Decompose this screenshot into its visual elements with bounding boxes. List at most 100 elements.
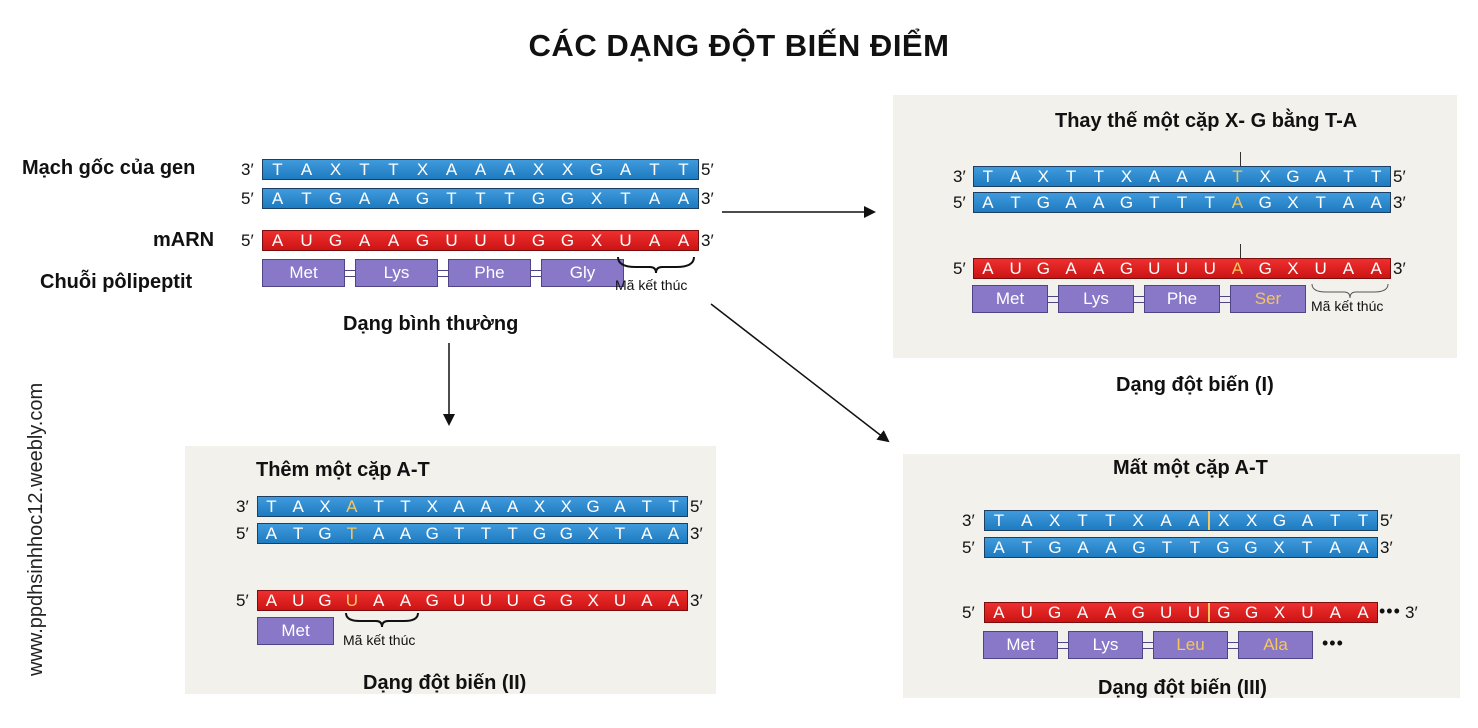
nucleotide: A (358, 231, 371, 250)
label-polypeptide: Chuỗi pôlipeptit (40, 271, 193, 293)
nucleotide: T (400, 497, 411, 516)
nucleotide: A (1176, 167, 1188, 186)
continuation-dots: ••• (1322, 633, 1344, 653)
end-label: 3′ (1380, 538, 1393, 557)
nucleotide: X (587, 591, 599, 610)
nucleotide: U (1175, 259, 1189, 278)
nucleotide: U (1203, 259, 1216, 278)
nucleotide: X (532, 160, 545, 179)
nucleotide: A (993, 538, 1005, 557)
end-label: 5′ (236, 591, 249, 610)
mutation-2-panel (185, 446, 716, 694)
nucleotide: T (507, 524, 518, 543)
nucleotide: U (503, 231, 516, 250)
amino-acid: Gly (541, 259, 624, 287)
nucleotide: T (1077, 511, 1088, 530)
nucleotide: A (619, 160, 632, 179)
nucleotide: A (346, 497, 358, 516)
nucleotide: X (426, 497, 438, 516)
nucleotide: T (1149, 193, 1160, 212)
nucleotide: U (613, 591, 627, 610)
peptide-bond (1048, 295, 1058, 303)
nucleotide: T (668, 497, 679, 516)
end-label: 5′ (1380, 511, 1393, 530)
nucleotide: A (1105, 538, 1117, 557)
nucleotide: A (667, 591, 680, 610)
nucleotide: U (345, 591, 358, 610)
nucleotide: A (1065, 259, 1077, 278)
end-label: 3′ (701, 231, 714, 250)
nucleotide: A (648, 189, 661, 208)
nucleotide: A (265, 591, 278, 610)
nucleotide: G (1272, 511, 1287, 530)
nucleotide: G (532, 591, 547, 610)
nucleotide: T (475, 189, 486, 208)
nucleotide: X (329, 160, 342, 179)
end-label: 3′ (1393, 193, 1406, 212)
normal-caption: Dạng bình thường (343, 313, 519, 335)
nucleotide: G (1048, 603, 1062, 622)
nucleotide: X (1287, 193, 1299, 212)
peptide-bond (438, 269, 448, 277)
end-label: 5′ (962, 603, 975, 622)
mutation-marker (1240, 244, 1241, 258)
nucleotide: A (292, 497, 304, 516)
mutation-2-caption: Dạng đột biến (II) (363, 672, 527, 694)
nucleotide: A (387, 189, 400, 208)
nucleotide: G (415, 231, 430, 250)
nucleotide: G (415, 189, 430, 208)
end-label: 5′ (953, 193, 966, 212)
peptide-bond (1143, 641, 1153, 649)
page-title: CÁC DẠNG ĐỘT BIẾN ĐIỂM (528, 28, 950, 63)
nucleotide: A (1329, 538, 1341, 557)
nucleotide: U (474, 231, 487, 250)
end-label: 3′ (1393, 259, 1406, 278)
nucleotide: G (1244, 538, 1258, 557)
nucleotide: A (372, 524, 385, 543)
nucleotide: A (1357, 603, 1369, 622)
nucleotide: A (982, 259, 994, 278)
end-label: 3′ (701, 189, 714, 208)
nucleotide: X (1048, 511, 1061, 530)
nucleotide: U (619, 231, 632, 250)
nucleotide: G (560, 189, 575, 208)
nucleotide: X (416, 160, 429, 179)
amino-acid: Met (983, 631, 1058, 659)
nucleotide: T (614, 524, 626, 543)
peptide-bond (345, 269, 355, 277)
nucleotide: T (1010, 193, 1021, 212)
nucleotide: T (620, 189, 631, 208)
nucleotide: A (982, 193, 994, 212)
end-label: 3′ (690, 524, 703, 543)
nucleotide: A (1021, 511, 1033, 530)
arrow-to-mutation-3 (710, 303, 890, 443)
nucleotide: T (388, 160, 399, 179)
nucleotide: X (1132, 511, 1144, 530)
nucleotide: T (373, 497, 384, 516)
stop-codon-label: Mã kết thúc (1311, 298, 1384, 314)
nucleotide: U (506, 591, 519, 610)
nucleotide: A (1329, 603, 1341, 622)
end-label: 3′ (690, 591, 703, 610)
nucleotide: X (587, 524, 599, 543)
nucleotide: G (318, 524, 332, 543)
nucleotide: T (1315, 193, 1326, 212)
mutation-3-heading: Mất một cặp A-T (1113, 457, 1268, 479)
nucleotide: A (474, 160, 487, 179)
continuation-dots: ••• (1379, 601, 1401, 621)
nucleotide: T (993, 511, 1005, 530)
nucleotide: T (266, 497, 277, 516)
nucleotide: A (271, 189, 284, 208)
nucleotide: T (1343, 167, 1354, 186)
amino-acid: Leu (1153, 631, 1228, 659)
nucleotide: A (1076, 603, 1089, 622)
amino-acid: Met (972, 285, 1048, 313)
nucleotide: A (641, 524, 653, 543)
